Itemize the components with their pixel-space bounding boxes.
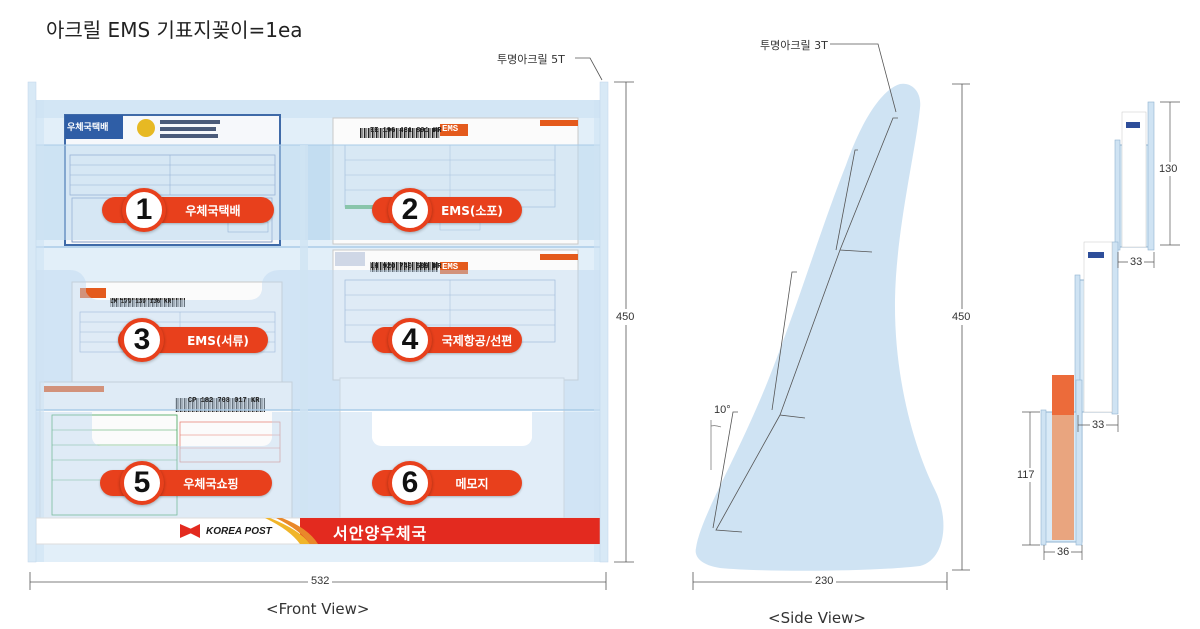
pocket-3-number: 3 xyxy=(120,318,164,362)
korea-post-logo-icon xyxy=(180,524,200,538)
dim-depth-33-mid: 33 xyxy=(1090,419,1107,431)
caption-front-view: <Front View> xyxy=(266,600,370,618)
callout-acrylic-5t: 투명아크릴 5T xyxy=(497,53,565,66)
dim-angle: 10° xyxy=(714,404,731,416)
pocket-6-number: 6 xyxy=(388,461,432,505)
dim-side-height: 450 xyxy=(952,309,971,325)
tracking-ems1: EE 196 431 891 KR xyxy=(370,127,442,135)
post-office-name: 서안양우체국 xyxy=(333,524,428,543)
tracking-cp: CP 182 708 017 KR xyxy=(188,397,260,405)
banner-bar xyxy=(300,518,600,544)
pocket-section-detail xyxy=(1040,101,1155,546)
dim-depth-33-top: 33 xyxy=(1128,256,1145,268)
page-title: 아크릴 EMS 기표지꽂이=1ea xyxy=(46,18,303,42)
dim-depth-36: 36 xyxy=(1055,546,1072,558)
caption-side-view: <Side View> xyxy=(768,609,866,627)
dim-front-width: 532 xyxy=(308,575,333,587)
pocket-5-number: 5 xyxy=(120,461,164,505)
ems-mark-2: EMS xyxy=(442,262,459,272)
ems-mark-1: EMS xyxy=(442,124,459,134)
korea-post-logo-text: KOREA POST xyxy=(206,526,272,537)
pocket-2-number: 2 xyxy=(388,188,432,232)
pocket-4-number: 4 xyxy=(388,318,432,362)
form-international xyxy=(332,249,579,381)
dim-depth-upper: 130 xyxy=(1159,162,1178,176)
dim-depth-lower: 117 xyxy=(1017,468,1035,482)
dim-side-width: 230 xyxy=(812,575,837,587)
pocket-1-number: 1 xyxy=(122,188,166,232)
side-view xyxy=(695,83,944,571)
form1-head: 우체국택배 xyxy=(67,123,109,133)
side-profile xyxy=(695,83,944,571)
tracking-ems3: LM 179 139 136 KR xyxy=(110,298,172,305)
dim-front-height: 450 xyxy=(616,309,635,325)
tracking-ems2: LH 920 740 589 KR xyxy=(370,263,442,271)
callout-acrylic-3t: 투명아크릴 3T xyxy=(760,39,828,52)
